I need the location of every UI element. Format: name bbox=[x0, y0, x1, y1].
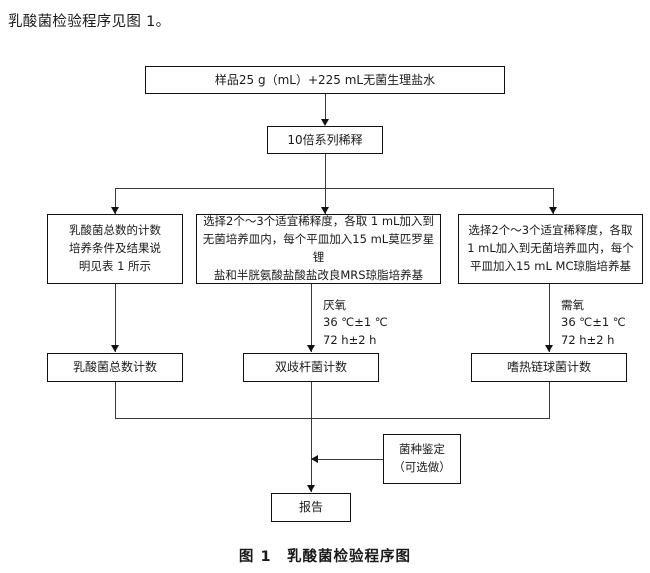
node-count-middle-label: 双歧杆菌计数 bbox=[274, 360, 347, 375]
arrowhead-count-left bbox=[111, 345, 119, 352]
node-branch-middle-label: 选择2个～3个适宜稀释度，各取 1 mL加入到 无菌培养皿内，每个平皿加入15 … bbox=[202, 214, 435, 282]
node-dilution-label: 10倍系列稀释 bbox=[287, 132, 363, 147]
arrowhead-count-right bbox=[545, 345, 553, 352]
node-report: 报告 bbox=[271, 493, 351, 522]
node-branch-right-label: 选择2个～3个适宜稀释度，各取 1 mL加入到无菌培养皿内，每个 平皿加入15 … bbox=[467, 223, 634, 273]
node-identification-label: 菌种鉴定 （可选做） bbox=[393, 442, 451, 474]
node-count-middle: 双歧杆菌计数 bbox=[243, 353, 379, 382]
connector-bus-to-left bbox=[115, 188, 116, 214]
arrowhead-branch-right bbox=[549, 207, 557, 214]
node-count-left-label: 乳酸菌总数计数 bbox=[72, 360, 157, 375]
node-branch-right: 选择2个～3个适宜稀释度，各取 1 mL加入到无菌培养皿内，每个 平皿加入15 … bbox=[458, 214, 643, 284]
node-branch-middle: 选择2个～3个适宜稀释度，各取 1 mL加入到 无菌培养皿内，每个平皿加入15 … bbox=[196, 214, 441, 284]
node-branch-left-label: 乳酸菌总数的计数 培养条件及结果说 明见表 1 所示 bbox=[69, 223, 161, 273]
arrowhead-branch-left bbox=[111, 207, 119, 214]
node-count-right-label: 嗜热链球菌计数 bbox=[506, 360, 591, 375]
connector-middle-branch-to-count bbox=[311, 284, 312, 352]
arrowhead-count-middle bbox=[307, 345, 315, 352]
node-report-label: 报告 bbox=[298, 500, 323, 515]
connector-merge-bus bbox=[115, 418, 550, 419]
connector-right-branch-to-count bbox=[549, 284, 550, 352]
connector-count-middle-down bbox=[311, 382, 312, 418]
arrowhead-branch-middle bbox=[321, 207, 329, 214]
node-sample-label: 样品25 g（mL）+225 mL无菌生理盐水 bbox=[214, 72, 436, 87]
node-branch-left: 乳酸菌总数的计数 培养条件及结果说 明见表 1 所示 bbox=[47, 214, 183, 284]
connector-split-bus bbox=[115, 188, 554, 189]
intro-text: 乳酸菌检验程序见图 1。 bbox=[8, 14, 171, 30]
connector-count-left-down bbox=[115, 382, 116, 418]
node-dilution: 10倍系列稀释 bbox=[267, 126, 383, 154]
figure-caption: 图 1 乳酸菌检验程序图 bbox=[238, 549, 412, 565]
node-count-left: 乳酸菌总数计数 bbox=[47, 353, 183, 382]
connector-dilution-down bbox=[325, 154, 326, 214]
annotation-middle-condition: 厌氧 36 ℃±1 ℃ 72 h±2 h bbox=[323, 298, 388, 347]
arrowhead-report bbox=[307, 485, 315, 492]
connector-sample-to-dilution bbox=[325, 94, 326, 121]
connector-left-branch-to-count bbox=[115, 284, 116, 352]
connector-count-right-down bbox=[549, 382, 550, 418]
annotation-right-condition: 需氧 36 ℃±1 ℃ 72 h±2 h bbox=[561, 298, 626, 347]
arrowhead-dilution bbox=[321, 119, 329, 126]
connector-identification-to-report bbox=[311, 459, 383, 460]
connector-bus-to-right bbox=[553, 188, 554, 214]
node-identification: 菌种鉴定 （可选做） bbox=[383, 434, 461, 484]
node-sample: 样品25 g（mL）+225 mL无菌生理盐水 bbox=[145, 66, 505, 94]
node-count-right: 嗜热链球菌计数 bbox=[471, 353, 627, 382]
arrowhead-identification-join bbox=[311, 455, 318, 463]
